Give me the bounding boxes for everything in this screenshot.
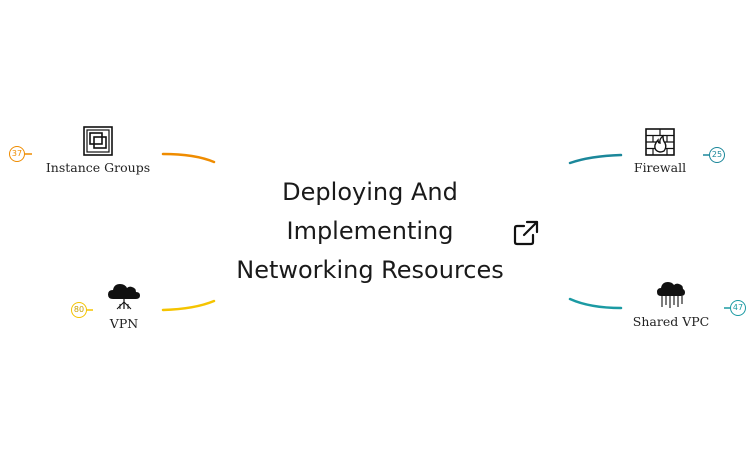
branch-vpn[interactable]: VPN [94, 282, 154, 331]
external-link-icon[interactable] [513, 220, 539, 246]
branch-label-firewall: Firewall [633, 160, 687, 175]
central-topic-line-3: Networking Resources [236, 256, 504, 284]
central-topic-line-1: Deploying And [282, 178, 458, 206]
count-badge-firewall: 25 [709, 147, 725, 163]
branch-instance-groups[interactable]: Instance Groups [38, 126, 158, 175]
connector-shared-vpc [568, 297, 623, 310]
connector-vpn [161, 299, 216, 312]
cloud-rain-icon [657, 282, 685, 308]
connector-firewall [568, 153, 623, 165]
instance-groups-icon [83, 126, 113, 156]
branch-label-instance-groups: Instance Groups [45, 160, 151, 175]
central-topic[interactable]: Deploying And Implementing Networking Re… [230, 173, 510, 290]
count-badge-instance-groups: 37 [9, 146, 25, 162]
branch-firewall[interactable]: Firewall [620, 128, 700, 175]
central-topic-line-2: Implementing [286, 217, 454, 245]
firewall-icon [645, 128, 675, 156]
branch-shared-vpc[interactable]: Shared VPC [626, 280, 716, 329]
branch-label-vpn: VPN [109, 316, 139, 331]
count-badge-shared-vpc: 47 [730, 300, 746, 316]
connector-instance-groups [161, 152, 216, 164]
count-badge-vpn: 80 [71, 302, 87, 318]
branch-label-shared-vpc: Shared VPC [632, 314, 710, 329]
cloud-network-icon [108, 284, 140, 310]
